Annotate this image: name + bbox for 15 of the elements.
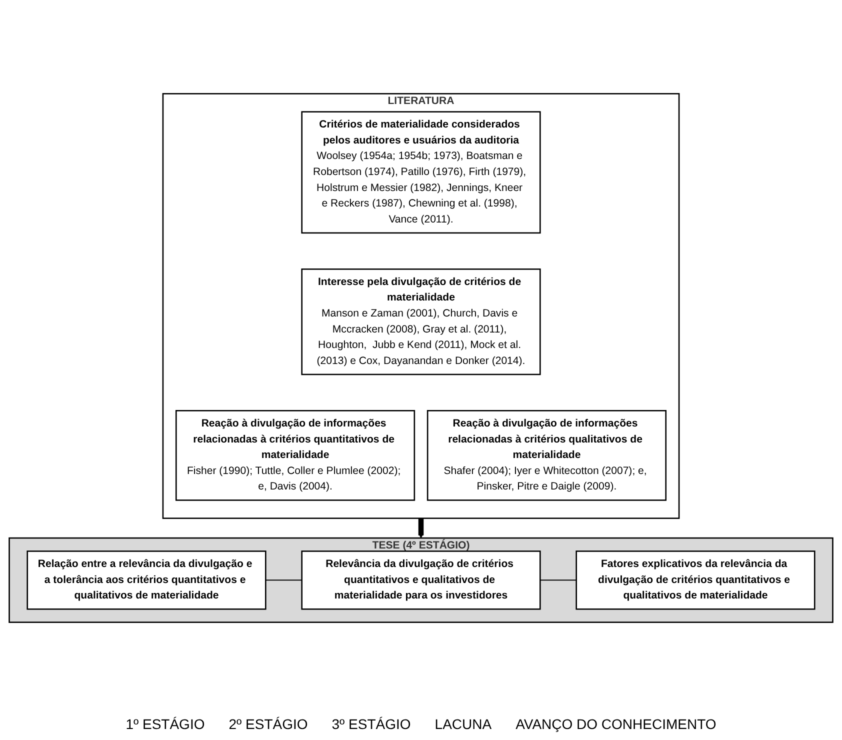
node-box: Reação à divulgação de informações relacionadas à critérios qualitativos de materialidade Shafer (2004); Iyer e Whitecotton (2007); e, Pinsker, Pitre e Daigle (2009). xyxy=(426,410,667,501)
node-box: Relação entre a relevância da divulgação e a tolerância aos critérios quantitativos e qualitativos de materialidade xyxy=(26,550,266,610)
node-box: Critérios de materialidade considerados pelos auditores e usuários da auditoria Woolsey (1954a; 1954b; 1973), Boatsman e Robertson (1974), Patillo (1976), Firth (1979), Holstrum e Messier (1982), Jennings, Kneer e Reckers (1987), Chewning et al. (1998), Vance (2011). xyxy=(301,111,541,234)
node-box: Relevância da divulgação de critérios quantitativos e qualitativos de materialidade para os investidores xyxy=(301,550,541,610)
node-box: Fatores explicativos da relevância da divulgação de critérios quantitativos e qualitativos de materialidade xyxy=(576,550,816,610)
connector xyxy=(265,580,302,581)
connector xyxy=(540,580,577,581)
note-text: 2º ESTÁGIO xyxy=(228,716,308,732)
node-box: Interesse pela divulgação de critérios de materialidade Manson e Zaman (2001), Church, Davis e Mccracken (2008), Gray et al. (2011), Houghton, Jubb e Kend (2011), Mock et al. (2013) e Cox, Dayanandan e Donker (2014). xyxy=(301,268,541,376)
note-text: AVANÇO DO CONHECIMENTO xyxy=(516,716,716,732)
note-text: 1º ESTÁGIO xyxy=(126,716,205,732)
node-box: Reação à divulgação de informações relacionadas à critérios quantitativos de materialidade Fisher (1990); Tuttle, Coller e Plumlee (2002); e, Davis (2004). xyxy=(175,410,416,501)
note-text: 3º ESTÁGIO xyxy=(332,716,411,732)
note-text: LACUNA xyxy=(434,716,492,732)
arrow xyxy=(418,517,424,538)
